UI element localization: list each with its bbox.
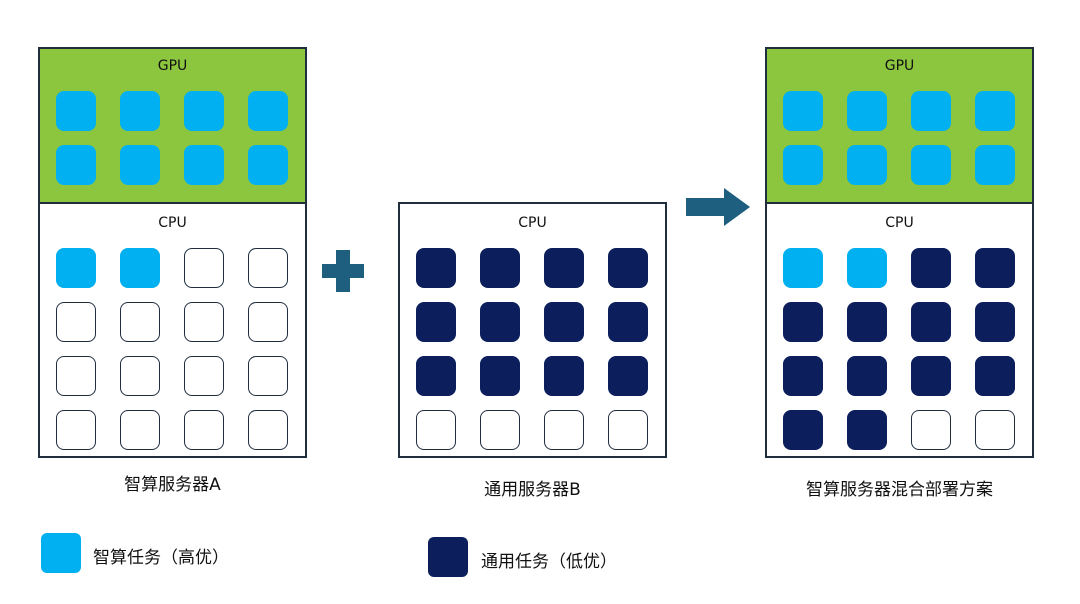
- server-a-gpu-slot-ai: [184, 145, 224, 185]
- server-c-gpu-panel: GPU: [765, 47, 1034, 204]
- server-c-cpu-slot-gen: [783, 410, 823, 450]
- server-a-cpu-slot-empty: [120, 302, 160, 342]
- server-b-cpu-slot-empty: [544, 410, 584, 450]
- server-a-cpu-slot-empty: [184, 410, 224, 450]
- server-b-cpu-slot-gen: [608, 356, 648, 396]
- server-b-cpu-slot-empty: [480, 410, 520, 450]
- server-c-cpu-slot-gen: [911, 356, 951, 396]
- server-c-gpu-slot-ai: [783, 145, 823, 185]
- server-a-cpu-slot-empty: [184, 356, 224, 396]
- server-c-gpu-slot-ai: [847, 145, 887, 185]
- server-a-caption: 智算服务器A: [124, 475, 221, 495]
- server-a-gpu-slot-ai: [248, 91, 288, 131]
- server-b-caption: 通用服务器B: [484, 480, 581, 500]
- server-a-cpu-label: CPU: [158, 215, 187, 231]
- server-a-cpu-panel: CPU: [38, 202, 307, 458]
- server-a-gpu-panel: GPU: [38, 47, 307, 204]
- server-c-cpu-label: CPU: [885, 215, 914, 231]
- server-a-gpu-slot-ai: [120, 91, 160, 131]
- server-c-cpu-slot-ai: [783, 248, 823, 288]
- plus-icon: [322, 250, 364, 292]
- server-c-gpu-slot-ai: [847, 91, 887, 131]
- server-a-cpu-slot-empty: [56, 410, 96, 450]
- server-c-cpu-slot-gen: [911, 248, 951, 288]
- server-a-cpu-slot-ai: [120, 248, 160, 288]
- server-c-gpu-slot-ai: [975, 91, 1015, 131]
- server-c-gpu-slot-ai: [975, 145, 1015, 185]
- server-c-cpu-slot-gen: [847, 302, 887, 342]
- server-a-gpu-slot-ai: [248, 145, 288, 185]
- legend-label-general-task: 通用任务（低优）: [481, 552, 617, 572]
- server-a-cpu-slot-empty: [184, 302, 224, 342]
- server-c-cpu-slot-gen: [975, 302, 1015, 342]
- server-c-gpu-slot-ai: [911, 145, 951, 185]
- server-b-cpu-slot-gen: [608, 248, 648, 288]
- server-a-gpu-slot-ai: [184, 91, 224, 131]
- server-a-cpu-slot-empty: [248, 410, 288, 450]
- server-c-cpu-slot-empty: [975, 410, 1015, 450]
- server-b-cpu-slot-gen: [480, 356, 520, 396]
- server-c-cpu-slot-gen: [911, 302, 951, 342]
- server-c-cpu-panel: CPU: [765, 202, 1034, 458]
- legend-swatch-ai-task: [41, 533, 81, 573]
- server-c-cpu-slot-ai: [847, 248, 887, 288]
- server-c-caption: 智算服务器混合部署方案: [806, 480, 993, 500]
- server-a-cpu-slot-empty: [56, 356, 96, 396]
- server-b-cpu-slot-gen: [480, 302, 520, 342]
- server-c-cpu-slot-gen: [783, 356, 823, 396]
- server-c-cpu-slot-gen: [975, 248, 1015, 288]
- server-b-cpu-slot-gen: [544, 302, 584, 342]
- server-b-cpu-slot-gen: [416, 356, 456, 396]
- server-b-cpu-panel: CPU: [398, 202, 667, 458]
- server-a-gpu-slot-ai: [56, 145, 96, 185]
- server-c-gpu-slot-ai: [783, 91, 823, 131]
- server-a-gpu-label: GPU: [157, 58, 188, 74]
- server-b-cpu-slot-gen: [416, 302, 456, 342]
- arrow-right-icon: [686, 188, 750, 226]
- server-b-cpu-label: CPU: [518, 215, 547, 231]
- server-a-cpu-slot-empty: [56, 302, 96, 342]
- server-b-cpu-slot-gen: [480, 248, 520, 288]
- server-b-cpu-slot-gen: [416, 248, 456, 288]
- server-c-gpu-label: GPU: [884, 58, 915, 74]
- server-a-cpu-slot-empty: [248, 302, 288, 342]
- server-a-cpu-slot-empty: [184, 248, 224, 288]
- server-b-cpu-slot-empty: [608, 410, 648, 450]
- legend-label-ai-task: 智算任务（高优）: [93, 548, 229, 568]
- server-a-gpu-slot-ai: [120, 145, 160, 185]
- server-b-cpu-slot-empty: [416, 410, 456, 450]
- server-a-cpu-slot-empty: [120, 410, 160, 450]
- server-c-gpu-slot-ai: [911, 91, 951, 131]
- server-b-cpu-slot-gen: [544, 356, 584, 396]
- server-a-cpu-slot-ai: [56, 248, 96, 288]
- server-b-cpu-slot-gen: [608, 302, 648, 342]
- server-c-cpu-slot-gen: [847, 356, 887, 396]
- server-a-cpu-slot-empty: [248, 356, 288, 396]
- server-b-cpu-slot-gen: [544, 248, 584, 288]
- server-c-cpu-slot-gen: [975, 356, 1015, 396]
- legend-swatch-general-task: [428, 537, 468, 577]
- server-c-cpu-slot-gen: [783, 302, 823, 342]
- server-c-cpu-slot-empty: [911, 410, 951, 450]
- server-c-cpu-slot-gen: [847, 410, 887, 450]
- server-a-gpu-slot-ai: [56, 91, 96, 131]
- server-a-cpu-slot-empty: [120, 356, 160, 396]
- server-a-cpu-slot-empty: [248, 248, 288, 288]
